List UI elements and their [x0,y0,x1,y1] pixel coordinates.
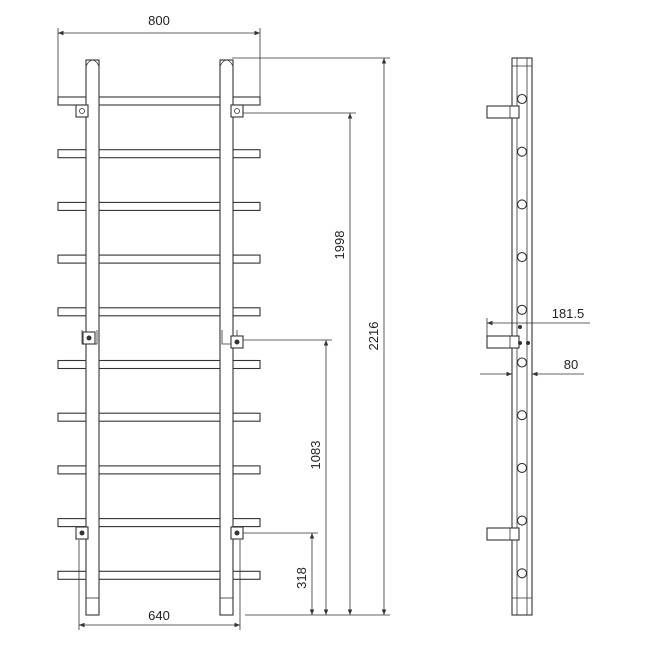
dim-middle-bracket-height: 1083 [243,339,332,615]
rung-hole [516,199,528,210]
dim-side-bracket-length: 181.5 [486,306,590,336]
rung-hole [516,568,528,579]
rung [57,359,261,370]
bracket-upper-right [230,104,244,118]
side-bracket-middle [486,325,530,349]
bracket-middle-left [81,330,98,345]
dim-overall-width-label: 800 [148,13,170,28]
side-view: 181.5 80 [480,57,590,616]
rung [57,149,261,159]
bracket-lower-left [75,526,89,540]
rung [57,201,261,211]
dim-middle-bracket-height-label: 1083 [308,441,323,470]
rung [57,465,261,475]
rung [57,307,261,317]
front-view: 800 640 2216 1998 1083 [57,13,390,630]
rung-hole [516,304,528,315]
rung-hole [516,515,528,526]
rung-hole [516,462,528,473]
dim-side-post-depth: 80 [480,357,584,377]
dim-upper-bracket-height: 1998 [243,112,356,615]
dim-post-spacing: 640 [78,540,241,630]
bracket-middle-right [221,330,244,349]
rung [57,254,261,264]
rung-hole [516,410,528,421]
bracket-lower-right [230,526,244,540]
rung-hole [516,357,528,368]
dim-total-height: 2216 [232,57,390,616]
dim-side-bracket-length-label: 181.5 [552,306,585,321]
rung [57,570,261,580]
rung-hole [516,93,528,105]
dim-upper-bracket-height-label: 1998 [332,231,347,260]
side-bracket-lower [486,527,520,541]
rung [57,96,261,106]
rung [57,412,261,422]
dim-overall-width: 800 [57,13,261,100]
side-bracket-upper [486,105,520,119]
dim-side-post-depth-label: 80 [564,357,578,372]
rung-holes [516,93,528,579]
rungs [57,96,261,580]
rung-hole [516,252,528,263]
dim-post-spacing-label: 640 [148,608,170,623]
rung [57,518,261,528]
bracket-upper-left [75,104,89,118]
rung-hole [516,146,528,157]
dim-lower-bracket-height-label: 318 [294,567,309,589]
dim-lower-bracket-height: 318 [243,532,318,615]
dim-total-height-label: 2216 [366,322,381,351]
